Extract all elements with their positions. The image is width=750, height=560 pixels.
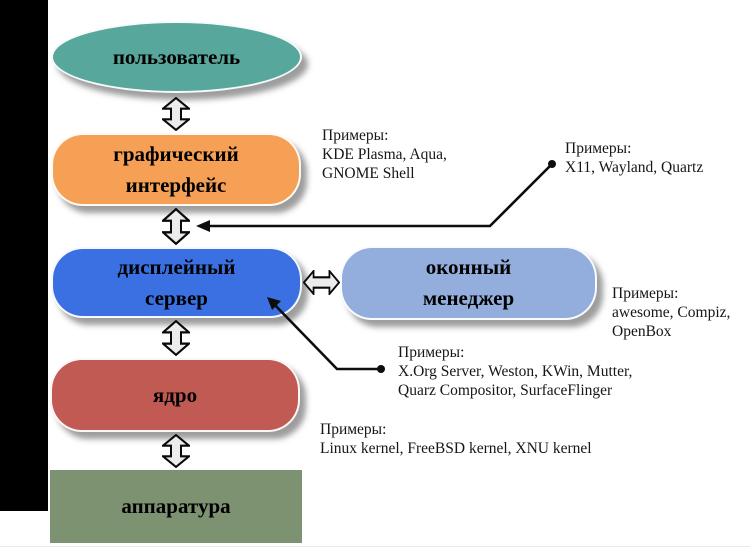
node-graphical-interface-label-line1: графический (113, 141, 239, 166)
annotation-kernel-examples-line1: Linux kernel, FreeBSD kernel, XNU kernel (320, 440, 592, 457)
annotation-gui-examples: Примеры: KDE Plasma, Aqua, GNOME Shell (322, 126, 447, 183)
node-window-manager-label-line1: оконный (425, 255, 512, 279)
annotation-gui-examples-line1: KDE Plasma, Aqua, (322, 146, 447, 163)
node-kernel-label: ядро (152, 382, 198, 407)
node-window-manager: оконный менеджер (340, 246, 597, 320)
annotation-window-manager-examples-line1: awesome, Compiz, (612, 304, 731, 321)
annotation-window-manager-examples: Примеры: awesome, Compiz, OpenBox (612, 284, 730, 341)
annotation-display-server-examples-line2: Quarz Compositor, SurfaceFlinger (398, 382, 613, 399)
node-display-server: дисплейный сервер (51, 247, 302, 318)
double-arrow-icon-display-server-kernel (162, 320, 190, 356)
node-display-server-label-line1: дисплейный (117, 254, 236, 279)
node-window-manager-label-line2: менеджер (422, 286, 515, 310)
annotation-kernel-examples-title: Примеры: (320, 421, 387, 438)
node-user-label: пользователь (112, 44, 241, 69)
double-arrow-icon-kernel-hardware (162, 434, 190, 468)
node-display-server-label-line2: сервер (145, 285, 208, 310)
left-black-sidebar (0, 0, 48, 511)
double-arrow-icon-gui-display-server (162, 208, 190, 245)
annotation-protocol-examples: Примеры: X11, Wayland, Quartz (565, 139, 703, 177)
node-hardware: аппаратура (50, 470, 302, 543)
annotation-protocol-examples-line1: X11, Wayland, Quartz (565, 159, 704, 176)
node-graphical-interface: графический интерфейс (51, 133, 301, 206)
annotation-display-server-examples-title: Примеры: (398, 344, 465, 361)
node-user: пользователь (51, 21, 302, 93)
annotation-gui-examples-line2: GNOME Shell (322, 165, 415, 182)
annotation-window-manager-examples-title: Примеры: (612, 285, 679, 302)
double-arrow-icon-display-server-window-manager (303, 270, 340, 295)
annotation-window-manager-examples-line2: OpenBox (612, 323, 672, 340)
double-arrow-icon-user-gui (162, 97, 190, 131)
annotation-gui-examples-title: Примеры: (322, 127, 389, 144)
node-graphical-interface-label-line2: интерфейс (125, 172, 227, 197)
slide-bottom-divider (0, 546, 750, 547)
annotation-protocol-examples-title: Примеры: (565, 140, 632, 157)
annotation-display-server-examples: Примеры: X.Org Server, Weston, KWin, Mut… (398, 343, 632, 400)
annotation-kernel-examples: Примеры: Linux kernel, FreeBSD kernel, X… (320, 420, 592, 458)
node-kernel: ядро (50, 358, 300, 432)
annotation-display-server-examples-line1: X.Org Server, Weston, KWin, Mutter, (398, 363, 633, 380)
node-hardware-label: аппаратура (121, 494, 231, 518)
